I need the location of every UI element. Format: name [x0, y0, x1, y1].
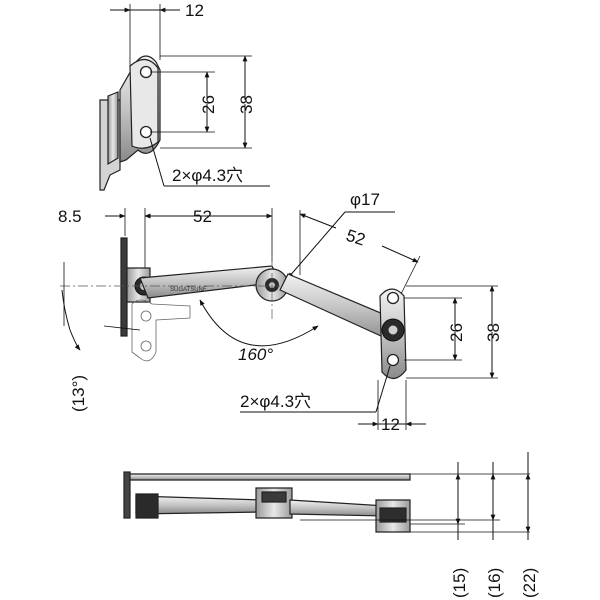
- side-end-bracket: [379, 288, 407, 380]
- side-dim-angle: 160°: [238, 345, 273, 364]
- bottom-dim-b: (16): [485, 568, 504, 598]
- bottom-dim-a: (15): [450, 568, 469, 598]
- side-dim-tilt: (13°): [69, 375, 88, 412]
- top-dim-height: 38: [237, 95, 256, 114]
- side-ghost-position: [131, 299, 191, 362]
- side-dim-height: 38: [484, 323, 503, 342]
- side-pivot: [255, 268, 289, 302]
- side-dim-pivot-dia: φ17: [350, 190, 380, 209]
- side-dim-offset: 8.5: [58, 207, 82, 226]
- bottom-dim-c: (22): [520, 568, 539, 598]
- top-view: 12 26 38 2×φ4.3穴: [99, 1, 270, 191]
- arm-stamp: SUGATSUNE: [170, 287, 207, 293]
- top-dim-width: 12: [185, 1, 204, 20]
- top-holes-note: 2×φ4.3穴: [172, 166, 243, 185]
- side-dim-arm1: 52: [193, 207, 212, 226]
- bottom-view: (15) (16) (22): [123, 452, 539, 598]
- side-dim-width: 12: [381, 415, 400, 434]
- side-holes-note: 2×φ4.3穴: [240, 392, 311, 411]
- side-view: 8.5 52 φ17 52 SUGATSUNE: [58, 190, 503, 434]
- top-dim-hole-pitch: 26: [199, 95, 218, 114]
- side-dim-arm2: 52: [344, 226, 368, 250]
- top-mount-bracket: [99, 55, 161, 191]
- side-dim-hole-pitch: 26: [447, 323, 466, 342]
